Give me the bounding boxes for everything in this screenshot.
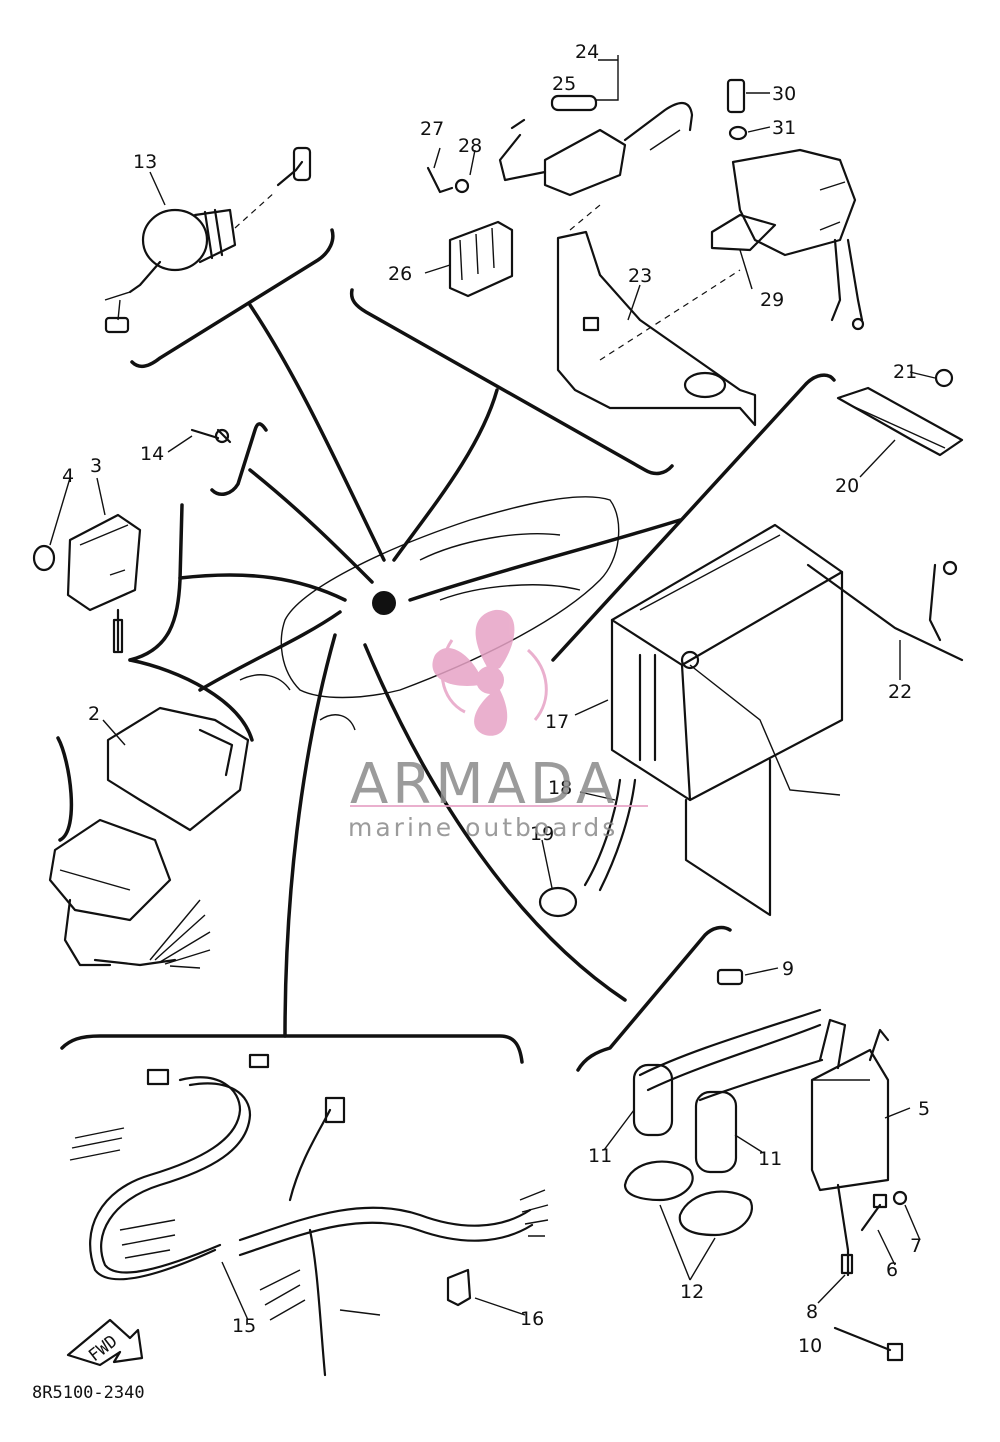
- callout-4: 4: [62, 465, 74, 487]
- callout-13: 13: [133, 151, 157, 173]
- leader-13: [248, 303, 386, 562]
- watermark-brand: ARMADA: [350, 752, 618, 817]
- part-12-boots: [623, 1160, 753, 1237]
- callout-27: 27: [420, 118, 444, 140]
- bracket-3: [128, 503, 184, 662]
- bracket-2: [56, 658, 254, 842]
- leader-23: [392, 388, 499, 562]
- callout-22: 22: [888, 681, 912, 703]
- part-22-cable: [806, 560, 964, 662]
- callout-30: 30: [772, 83, 796, 105]
- part-10-screw: [833, 1326, 904, 1362]
- part-8-lead: [836, 1183, 854, 1277]
- callout-14: 14: [140, 443, 164, 465]
- propeller-logo-icon: [475, 609, 515, 672]
- callout-31: 31: [772, 117, 796, 139]
- part-4-nut: [32, 544, 56, 572]
- leader-3: [178, 573, 347, 602]
- drawing-code: 8R5100-2340: [32, 1383, 145, 1403]
- callout-25: 25: [552, 73, 576, 95]
- callout-15: 15: [232, 1315, 256, 1337]
- callout-20: 20: [835, 475, 859, 497]
- callout-3: 3: [90, 455, 102, 477]
- callout-6: 6: [886, 1259, 898, 1281]
- callout-19: 19: [530, 823, 554, 845]
- watermark-rule: [350, 805, 648, 807]
- callout-11a: 11: [588, 1145, 612, 1167]
- part-13-switch: [104, 146, 312, 334]
- callout-11b: 11: [758, 1148, 782, 1170]
- callout-16: 16: [520, 1308, 544, 1330]
- callout-2: 2: [88, 703, 100, 725]
- part-7-washer: [892, 1190, 908, 1206]
- leader-5: [363, 643, 627, 1002]
- callout-leader-ticks: [49, 55, 936, 1321]
- part-3-regulator: [66, 513, 142, 654]
- callout-8: 8: [806, 1301, 818, 1323]
- leader-17: [408, 518, 682, 602]
- part-15-wire-harness: [69, 1053, 549, 1377]
- callout-28: 28: [458, 135, 482, 157]
- callout-17: 17: [545, 711, 569, 733]
- callout-12: 12: [680, 1281, 704, 1303]
- part-16-clamp: [446, 1268, 472, 1307]
- callout-29: 29: [760, 289, 784, 311]
- part-23-bracket: [556, 204, 757, 427]
- callout-26: 26: [388, 263, 412, 285]
- part-29-solenoid: [710, 78, 865, 331]
- callout-labels: 24 25 27 28 30 31 13 26 23 29 21 14 4 3 …: [62, 41, 930, 1357]
- armada-logo-watermark: ARMADA marine outboards: [348, 609, 648, 842]
- callout-24: 24: [575, 41, 599, 63]
- engine-outline: [239, 496, 620, 731]
- callout-9: 9: [782, 958, 794, 980]
- part-11-plug-caps: [632, 1008, 824, 1174]
- callout-18: 18: [548, 777, 572, 799]
- bracket-17: [551, 373, 836, 662]
- part-17-battery: [610, 523, 844, 917]
- part-5-ignition-coil: [810, 1018, 890, 1192]
- part-9-clip: [716, 968, 744, 986]
- bracket-23-29: [349, 288, 674, 476]
- callout-23: 23: [628, 265, 652, 287]
- part-18-19-tube: [538, 653, 657, 918]
- part-6-bolt: [860, 1193, 888, 1232]
- bracket-13: [130, 228, 335, 369]
- engine-center-mark: [372, 591, 396, 615]
- part-20-holddown: [836, 368, 964, 457]
- callout-10: 10: [798, 1335, 822, 1357]
- callout-7: 7: [910, 1235, 922, 1257]
- fwd-arrow-marker: FWD: [66, 1318, 144, 1367]
- leader-14: [248, 468, 374, 584]
- bracket-5: [576, 925, 732, 1072]
- part-14-clip: [190, 428, 232, 444]
- callout-21: 21: [893, 361, 917, 383]
- callout-5: 5: [918, 1098, 930, 1120]
- part-24-28-group: [426, 94, 694, 298]
- watermark-tagline: marine outboards: [348, 813, 618, 842]
- bracket-15: [60, 1034, 524, 1064]
- leader-15: [283, 633, 337, 1038]
- leader-2: [198, 610, 342, 692]
- bracket-14: [210, 422, 268, 496]
- part-2-cdi-unit: [48, 706, 250, 969]
